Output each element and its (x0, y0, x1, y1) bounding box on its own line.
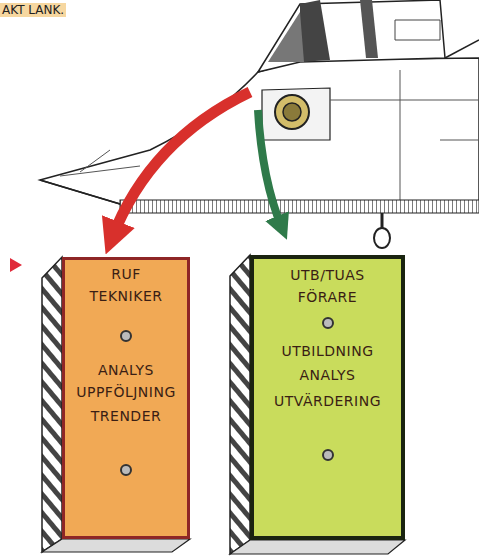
rivet-dot (322, 317, 334, 329)
box-text: UTB/TUAS (234, 267, 421, 283)
box-text: UTBILDNING (234, 343, 421, 359)
box-bottom (230, 540, 405, 554)
box-text: ANALYS (234, 367, 421, 383)
box-text: FÖRARE (234, 289, 421, 305)
belly-strip (120, 200, 479, 213)
box-text: RUF (45, 266, 207, 282)
roundel (275, 95, 309, 129)
box-text: TRENDER (45, 408, 207, 424)
rivet-dot (120, 330, 132, 342)
box-side (42, 257, 62, 552)
rivet-dot (120, 464, 132, 476)
box-text: TEKNIKER (45, 288, 207, 304)
info-box: UTB/TUASFÖRAREUTBILDNINGANALYSUTVÄRDERIN… (250, 255, 405, 540)
green-arrow (258, 110, 282, 228)
box-text: UTVÄRDERING (234, 393, 421, 409)
box-text: ANALYS (45, 362, 207, 378)
red-arrow (112, 92, 250, 238)
box-bottom (42, 539, 190, 552)
caption-label: AKT LANK. (0, 3, 66, 17)
pointer-triangle (10, 258, 22, 272)
box-text: UPPFÖLJNING (45, 384, 207, 400)
rivet-dot (322, 449, 334, 461)
canopy-frame (300, 0, 330, 62)
canopy (258, 0, 445, 72)
box-side (230, 255, 250, 554)
info-box: RUFTEKNIKERANALYSUPPFÖLJNINGTRENDER (62, 257, 190, 539)
